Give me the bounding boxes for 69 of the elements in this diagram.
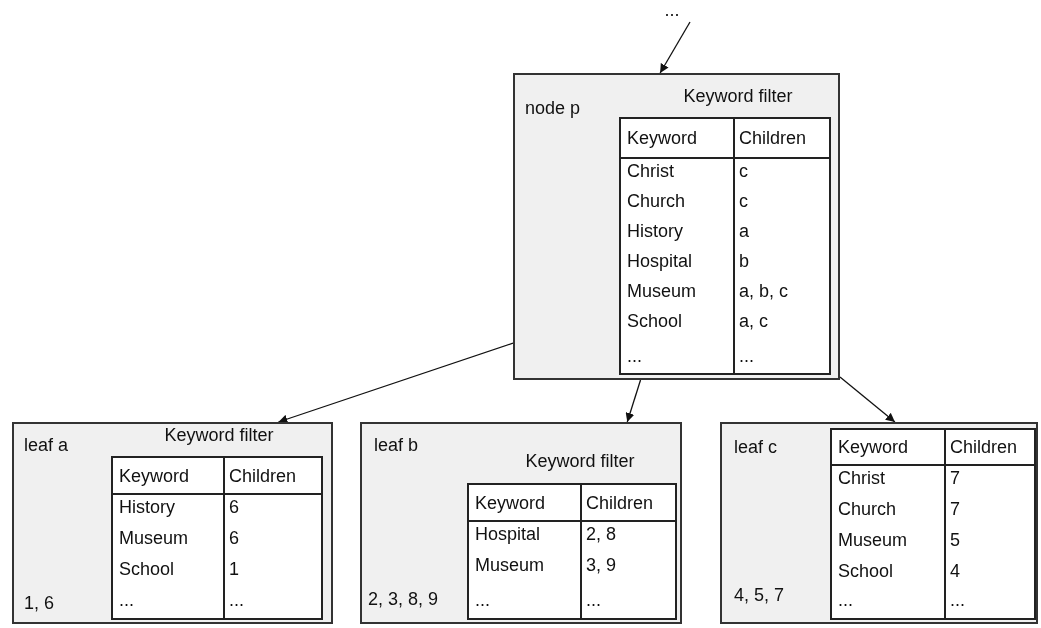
- keyword-text: Church: [838, 498, 897, 520]
- column-header: Children: [739, 127, 807, 149]
- keyword-text: Christ: [627, 160, 674, 182]
- keyword-text: School: [119, 558, 175, 580]
- children-text: ...: [586, 589, 601, 611]
- children-text: b: [739, 250, 749, 272]
- keyword-text: ...: [838, 589, 853, 611]
- tree-node-box: [360, 422, 682, 624]
- column-header: Children: [950, 436, 1018, 458]
- node-name: leaf c: [734, 436, 778, 458]
- column-header: Keyword: [475, 491, 546, 514]
- children-text: c: [739, 190, 748, 212]
- arrow: [277, 342, 514, 424]
- keyword-text: Museum: [475, 554, 545, 576]
- children-text: c: [739, 160, 748, 182]
- keyword-text: ...: [119, 589, 134, 611]
- keyword-table: [830, 428, 1036, 620]
- column-header: Keyword: [119, 464, 190, 487]
- keyword-text: School: [627, 310, 683, 332]
- children-text: 7: [950, 498, 960, 520]
- node-name: node p: [525, 97, 581, 119]
- keyword-table: [111, 456, 323, 620]
- children-text: 6: [229, 496, 239, 518]
- tree-node-box: [720, 422, 1038, 624]
- entry-list: 4, 5, 7: [734, 584, 785, 606]
- children-text: ...: [950, 589, 965, 611]
- children-text: 4: [950, 560, 960, 582]
- keyword-text: School: [838, 560, 894, 582]
- children-text: 7: [950, 467, 960, 489]
- table-title: Keyword filter: [683, 85, 793, 107]
- column-header: Keyword: [627, 127, 698, 149]
- keyword-text: History: [627, 220, 683, 242]
- children-text: ...: [739, 345, 754, 367]
- children-text: 1: [229, 558, 239, 580]
- tree-node-box: [513, 73, 840, 380]
- children-text: a: [739, 220, 749, 242]
- table-title: Keyword filter: [164, 424, 274, 446]
- column-header: Keyword: [838, 436, 909, 458]
- table-title: Keyword filter: [525, 450, 635, 472]
- entry-list: 1, 6: [24, 592, 55, 614]
- keyword-text: Hospital: [475, 523, 541, 545]
- arrow: [839, 376, 896, 423]
- children-text: a, b, c: [739, 280, 789, 302]
- keyword-text: Christ: [838, 467, 885, 489]
- children-text: 2, 8: [586, 523, 617, 545]
- keyword-text: Museum: [627, 280, 697, 302]
- keyword-table: [619, 117, 831, 375]
- arrow: [659, 21, 691, 74]
- children-text: a, c: [739, 310, 768, 332]
- children-text: 6: [229, 527, 239, 549]
- node-name: leaf b: [374, 434, 419, 456]
- keyword-text: Museum: [119, 527, 189, 549]
- keyword-text: Church: [627, 190, 686, 212]
- keyword-table: [467, 483, 677, 620]
- tree-node-box: [12, 422, 333, 624]
- column-header: Children: [229, 464, 297, 487]
- children-text: 3, 9: [586, 554, 617, 576]
- ellipsis-text: ...: [652, 0, 692, 22]
- keyword-text: Hospital: [627, 250, 693, 272]
- node-name: leaf a: [24, 434, 69, 456]
- arrow: [625, 379, 642, 423]
- keyword-text: History: [119, 496, 175, 518]
- entry-list: 2, 3, 8, 9: [368, 588, 439, 610]
- children-text: ...: [229, 589, 244, 611]
- keyword-text: ...: [627, 345, 642, 367]
- keyword-text: ...: [475, 589, 490, 611]
- keyword-text: Museum: [838, 529, 908, 551]
- column-header: Children: [586, 491, 654, 514]
- children-text: 5: [950, 529, 960, 551]
